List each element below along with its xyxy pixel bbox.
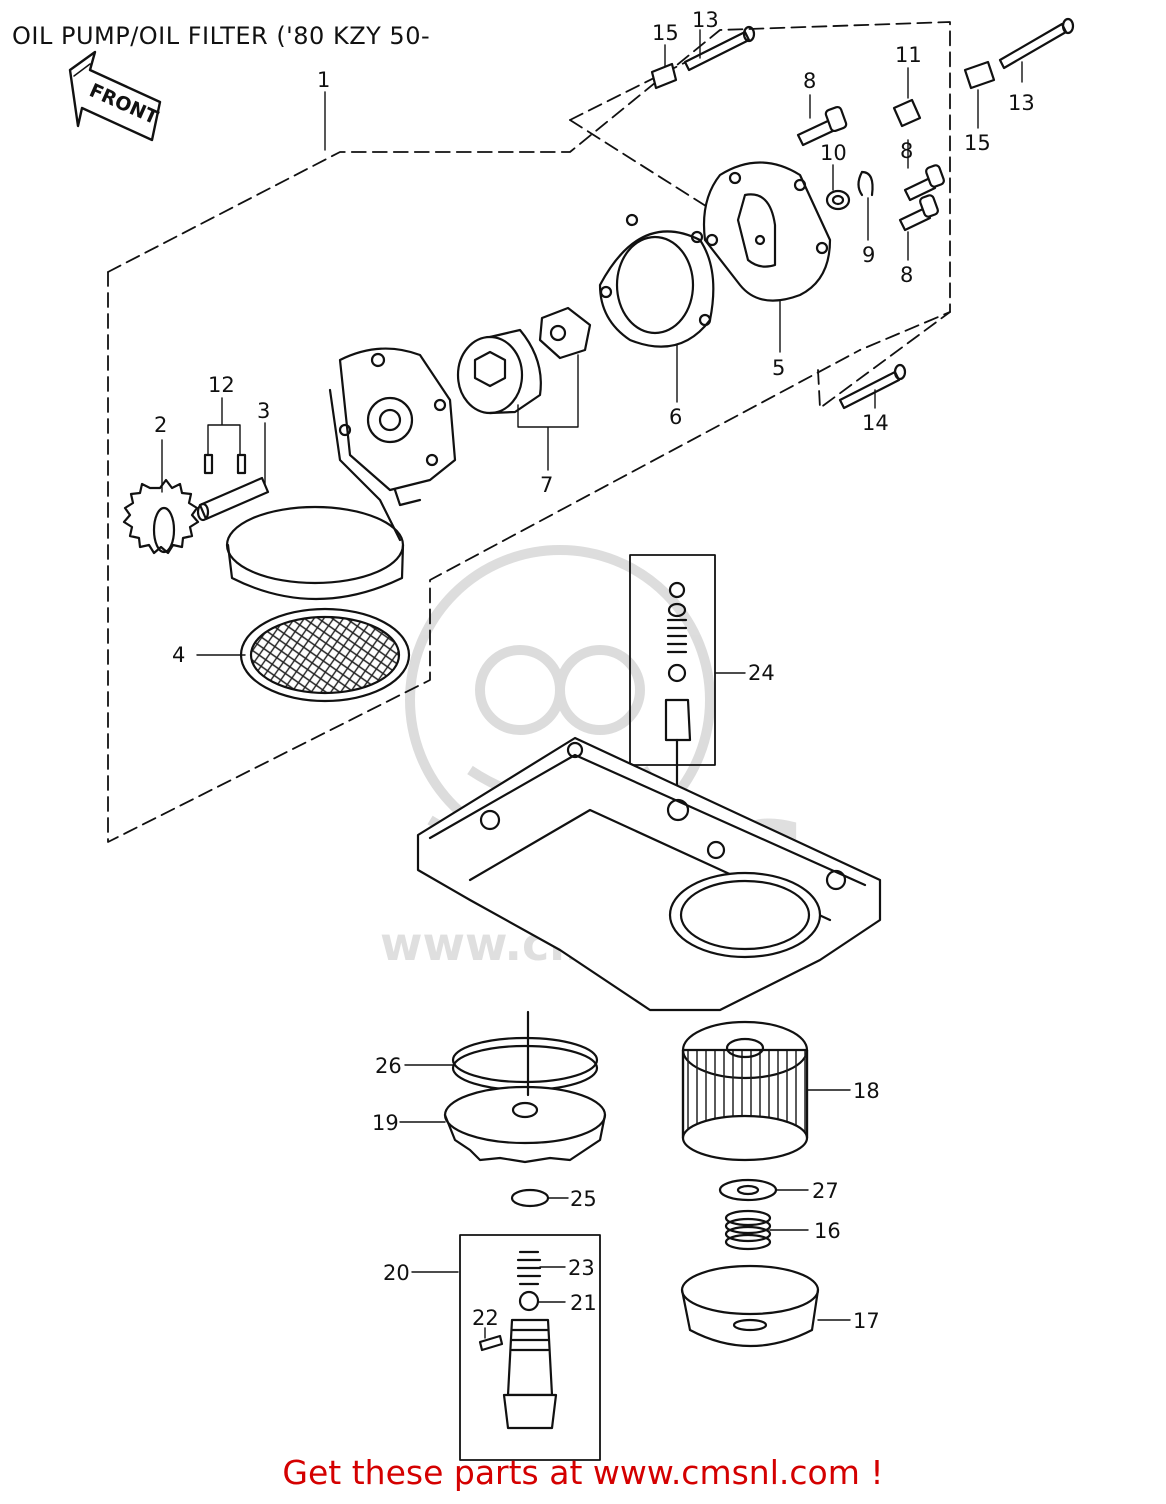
callout-20: 20 [383,1261,410,1285]
footer-link-text[interactable]: Get these parts at www.cmsnl.com ! [282,1453,884,1492]
page-title: OIL PUMP/OIL FILTER ('80 KZY 50- [12,22,431,50]
callout-16: 16 [814,1219,841,1243]
callout-19: 19 [372,1111,399,1135]
callout-14: 14 [862,411,889,435]
seals-and-spring [510,1178,778,1251]
callout-8a: 8 [803,69,816,93]
callout-5: 5 [772,356,785,380]
washers-and-clips [825,98,922,211]
callout-4: 4 [172,643,185,667]
callout-25: 25 [570,1187,597,1211]
oil-pump-body [225,347,457,601]
dowel-pins [203,453,247,475]
pump-gasket [598,213,715,348]
callout-12: 12 [208,373,235,397]
sprocket-gear-icon [122,478,200,555]
long-bolts [650,17,1075,410]
callout-1: 1 [317,68,330,92]
callout-18: 18 [853,1079,880,1103]
pump-cover [702,161,832,302]
bypass-valve-group [459,1234,601,1461]
callout-24: 24 [748,661,775,685]
callout-8c: 8 [900,263,913,287]
callout-3: 3 [257,399,270,423]
callout-27: 27 [812,1179,839,1203]
callout-9: 9 [862,243,875,267]
pump-shaft [196,476,270,522]
callout-13a: 13 [692,8,719,32]
callout-15a: 15 [652,21,679,45]
callout-11: 11 [895,43,922,67]
pump-rotors [456,306,592,415]
callout-17: 17 [853,1309,880,1333]
callout-15b: 15 [964,131,991,155]
oil-filter-cover [680,1264,820,1348]
callout-8b: 8 [900,139,913,163]
oil-pan [416,736,882,1012]
callout-10: 10 [820,141,847,165]
bolts [796,105,945,232]
callout-22: 22 [472,1306,499,1330]
callout-6: 6 [669,405,682,429]
oil-filter-element [681,1020,809,1162]
callout-numbers: 1 2 3 12 4 5 6 7 8 8 8 9 10 11 13 13 14 … [154,8,1035,1333]
leader-lines [161,29,1023,1339]
callout-23: 23 [568,1256,595,1280]
front-arrow-icon [68,50,162,142]
callout-13b: 13 [1008,91,1035,115]
callout-21: 21 [570,1291,597,1315]
callout-7: 7 [540,473,553,497]
relief-valve-group [629,554,716,802]
callout-26: 26 [375,1054,402,1078]
oil-strainer-screen [239,607,411,703]
callout-2: 2 [154,413,167,437]
filter-bypass-plate [443,1010,607,1164]
